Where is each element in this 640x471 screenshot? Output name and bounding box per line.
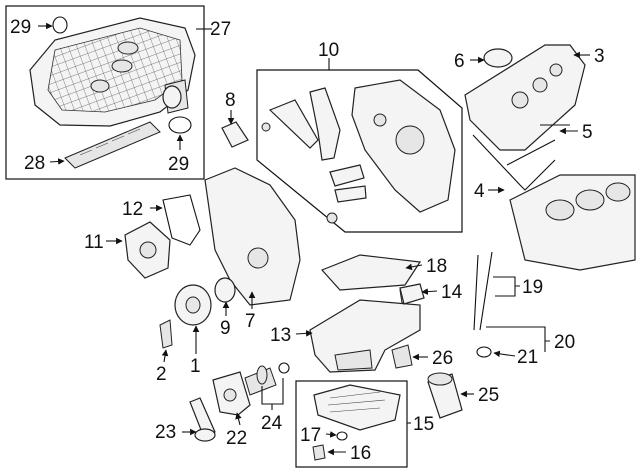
timing-components-box xyxy=(256,69,463,233)
callout-22: 22 xyxy=(226,428,247,449)
valve-cover-gasket xyxy=(472,124,570,191)
intake-manifold-group xyxy=(5,5,205,180)
drain-washer xyxy=(336,431,348,441)
callout-25: 25 xyxy=(478,385,499,406)
front-cover-group xyxy=(159,167,301,349)
callout-11: 11 xyxy=(84,232,104,253)
intake-port xyxy=(117,41,139,55)
pump-shaft xyxy=(256,365,268,385)
intake-port xyxy=(111,59,133,73)
callout-13: 13 xyxy=(270,325,291,346)
pump-gear xyxy=(223,388,237,402)
callout-17: 17 xyxy=(300,425,321,446)
callout-6: 6 xyxy=(454,51,465,72)
callout-23: 23 xyxy=(155,422,176,443)
tension-guide xyxy=(268,99,319,149)
cylinder-bore xyxy=(545,199,575,221)
callout-8: 8 xyxy=(225,90,236,111)
callout-14: 14 xyxy=(441,282,463,303)
intake-manifold-box xyxy=(5,5,205,180)
callout-24: 24 xyxy=(261,413,283,434)
bracket xyxy=(221,121,249,148)
oring-seal xyxy=(52,16,68,34)
dipstick xyxy=(479,251,493,331)
callout-29-bottom: 29 xyxy=(168,154,189,175)
coil-boss xyxy=(549,63,563,77)
callout-2: 2 xyxy=(156,364,167,385)
spark-plug-seal xyxy=(506,139,556,166)
valve-cover-group xyxy=(464,44,586,191)
manifold-gasket xyxy=(64,121,161,169)
callout-27: 27 xyxy=(210,19,231,40)
pickup-screen xyxy=(194,428,216,442)
bolt xyxy=(261,122,271,132)
callout-12: 12 xyxy=(122,199,143,220)
oil-pan-sump xyxy=(334,349,373,371)
chain-tensioner xyxy=(329,164,365,187)
pulley-hub xyxy=(185,296,201,314)
cover-seal-bore xyxy=(247,247,269,269)
callout-21: 21 xyxy=(517,347,538,368)
callout-labels: 29 27 28 29 10 8 6 3 5 4 12 11 18 14 19 … xyxy=(10,17,605,464)
callout-4: 4 xyxy=(474,181,485,202)
pan-ribs xyxy=(327,391,386,413)
water-pump-gasket xyxy=(162,194,201,246)
callout-28: 28 xyxy=(24,153,45,174)
upper-oil-pan xyxy=(309,299,421,373)
callout-26: 26 xyxy=(432,348,453,369)
callout-3: 3 xyxy=(594,46,605,67)
callout-16: 16 xyxy=(350,443,371,464)
coil-boss xyxy=(511,91,529,109)
callout-20: 20 xyxy=(554,332,575,353)
lower-pan-group xyxy=(295,380,408,468)
callout-29-top: 29 xyxy=(10,17,31,38)
chain-guide xyxy=(309,87,341,161)
oil-filler-cap xyxy=(483,48,513,68)
lower-oil-pan xyxy=(313,384,401,431)
front-crank-seal xyxy=(214,277,236,303)
oil-pump-group xyxy=(189,362,290,442)
oil-filter-group xyxy=(391,344,463,419)
drain-plug xyxy=(312,444,326,461)
sprocket xyxy=(395,125,425,155)
dipstick-group xyxy=(473,251,493,358)
throttle-bore xyxy=(162,85,182,109)
oil-pressure-switch xyxy=(391,344,413,369)
callout-5: 5 xyxy=(582,122,593,143)
lower-pan-box xyxy=(295,380,408,468)
callout-10: 10 xyxy=(318,40,339,61)
timing-components-group xyxy=(256,69,463,233)
filter-face xyxy=(427,372,453,386)
callout-19: 19 xyxy=(522,277,543,298)
callout-18: 18 xyxy=(426,256,447,277)
chain-tensioner-arm xyxy=(334,185,367,203)
water-pump-group xyxy=(124,194,201,279)
callout-15: 15 xyxy=(413,414,434,435)
dipstick-tube xyxy=(473,254,479,331)
engine-block xyxy=(509,174,636,271)
leader-lines xyxy=(38,22,590,456)
pump-impeller xyxy=(139,241,157,259)
gasket-ports xyxy=(79,128,141,156)
sprocket-hub xyxy=(373,113,387,127)
throttle-gasket xyxy=(168,116,192,134)
coil-boss xyxy=(532,77,548,93)
callout-1: 1 xyxy=(190,356,201,377)
intake-port xyxy=(90,79,110,93)
baffle-plate xyxy=(399,283,425,305)
timing-cover xyxy=(204,167,301,306)
callout-9: 9 xyxy=(220,318,231,339)
pump-seal xyxy=(278,362,290,374)
cylinder-bore xyxy=(575,189,605,211)
pulley-bolt xyxy=(159,319,173,349)
cylinder-bore xyxy=(605,182,631,202)
callout-7: 7 xyxy=(245,311,256,332)
oil-baffle xyxy=(320,254,422,291)
bolt xyxy=(326,212,338,224)
dipstick-oring xyxy=(476,346,492,358)
